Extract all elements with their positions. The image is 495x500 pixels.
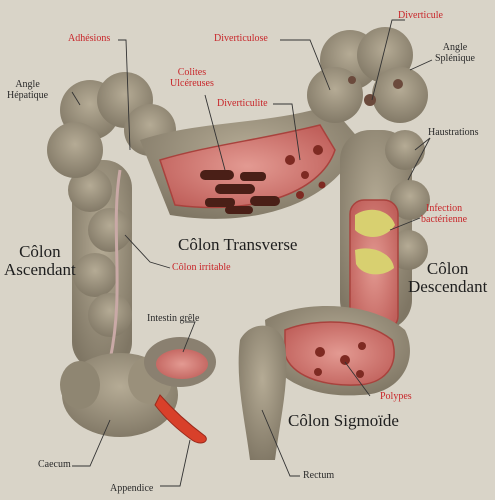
label-polypes: Polypes <box>380 391 412 402</box>
leader-lines <box>71 19 433 487</box>
ascending-colon <box>68 160 132 370</box>
label-colon-sigmoide: Côlon Sigmoïde <box>288 411 399 430</box>
label-adhesions: Adhésions <box>68 33 111 44</box>
label-colon-transverse: Côlon Transverse <box>178 235 298 254</box>
small-intestine-shape <box>144 337 216 387</box>
label-intestin-grele: Intestin grêle <box>147 313 200 324</box>
label-colon-irritable: Côlon irritable <box>172 262 231 273</box>
label-haustrations: Haustrations <box>428 127 479 138</box>
label-caecum: Caecum <box>38 459 71 470</box>
label-rectum: Rectum <box>303 470 335 481</box>
label-diverticule: Diverticule <box>398 10 443 21</box>
descending-colon <box>340 130 430 331</box>
label-diverticulose: Diverticulose <box>214 33 268 44</box>
sigmoid-colon <box>265 306 410 396</box>
label-diverticulite: Diverticulite <box>217 98 268 109</box>
splenic-flexure <box>307 27 428 123</box>
appendix-shape <box>154 394 207 444</box>
transverse-colon <box>140 105 360 219</box>
label-appendice: Appendice <box>110 483 154 494</box>
rectum-shape <box>238 325 287 460</box>
